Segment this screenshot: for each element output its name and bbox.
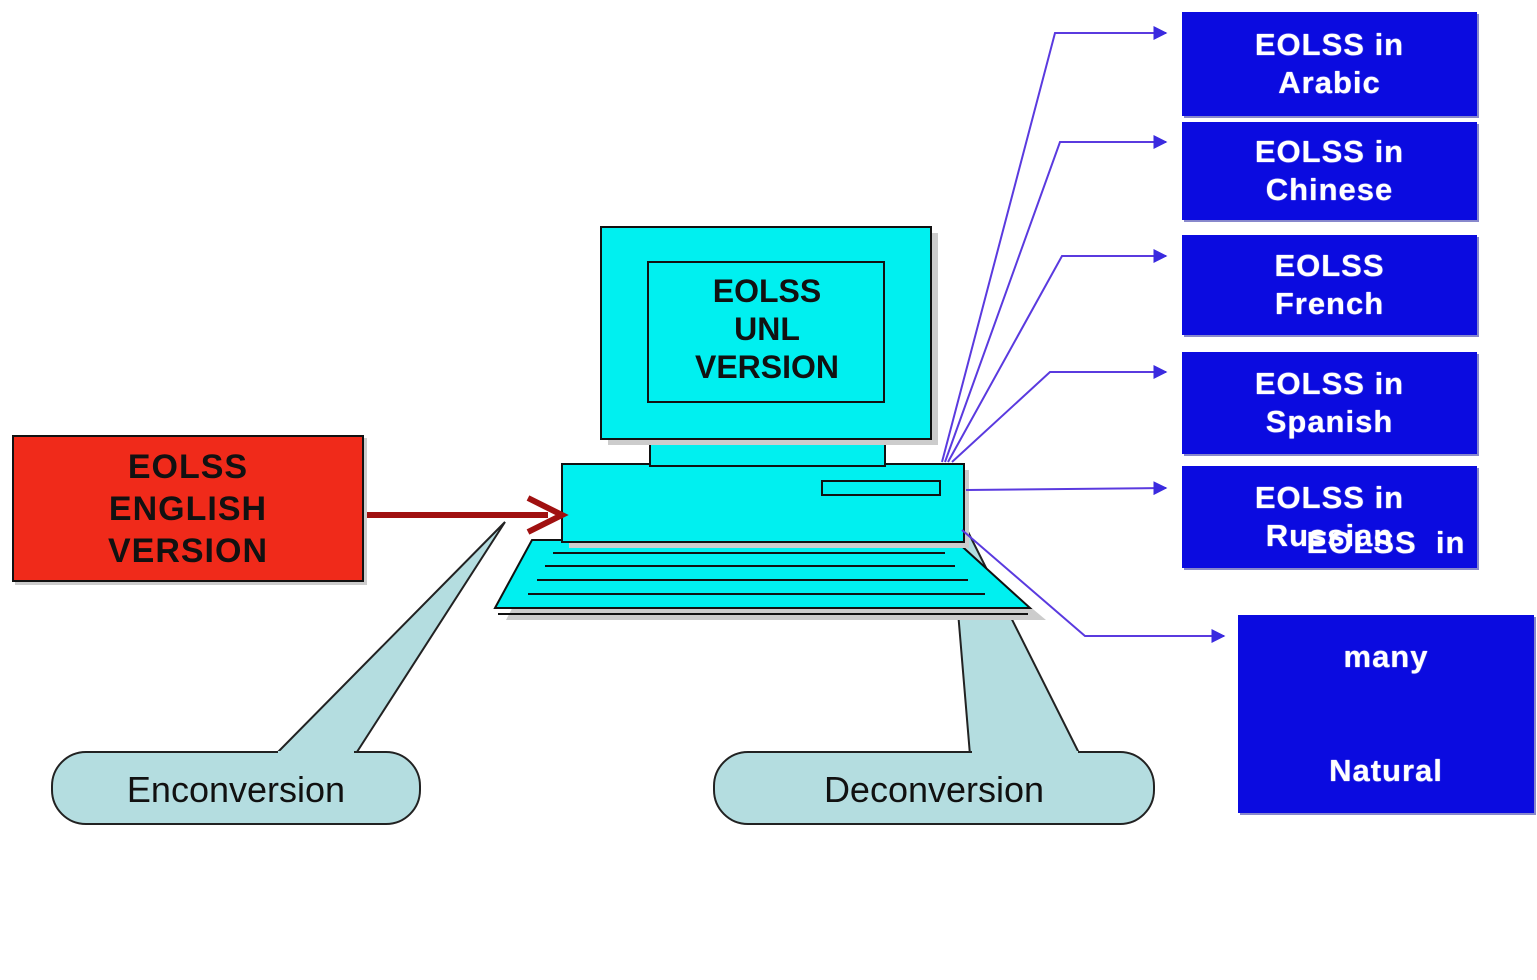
unl-version-line-2: UNL xyxy=(734,311,800,347)
target-box-chinese: EOLSS in Chinese xyxy=(1182,122,1477,220)
enconversion-arrow xyxy=(366,495,569,535)
target-arabic-line-1: EOLSS in xyxy=(1254,27,1405,62)
english-version-box: EOLSS ENGLISH VERSION xyxy=(12,435,364,582)
target-chinese-line-2: Chinese xyxy=(1265,172,1394,207)
deconversion-fan-lines xyxy=(941,26,1226,643)
deconversion-label: Deconversion xyxy=(824,769,1044,810)
enconversion-callout: Enconversion xyxy=(51,521,506,825)
target-box-russian: EOLSS in Russian xyxy=(1182,466,1477,568)
unl-version-line-1: EOLSS xyxy=(713,273,821,309)
english-version-line-2: ENGLISH xyxy=(108,489,268,528)
disk-drive-slot xyxy=(821,480,941,496)
target-many-line-3: Natural xyxy=(1329,753,1443,788)
target-spanish-line-1: EOLSS in xyxy=(1254,366,1405,401)
fan-line-spanish xyxy=(951,365,1168,463)
target-russian-line-1: EOLSS in xyxy=(1254,480,1405,515)
target-box-spanish: EOLSS in Spanish xyxy=(1182,352,1477,454)
fan-line-french xyxy=(947,249,1168,463)
fan-line-many-languages xyxy=(961,529,1226,643)
target-french-line-2: French xyxy=(1274,286,1385,321)
target-box-french: EOLSS French xyxy=(1182,235,1477,335)
target-chinese-line-1: EOLSS in xyxy=(1254,134,1405,169)
target-many-line-1: EOLSS in xyxy=(1306,525,1466,560)
target-box-many-languages: EOLSS in many Natural Languages xyxy=(1238,525,1534,902)
keyboard xyxy=(493,539,1033,609)
diagram-canvas: Enconversion Deconversion xyxy=(12,12,1534,902)
deconversion-callout: Deconversion xyxy=(713,491,1155,825)
target-arabic-line-2: Arabic xyxy=(1278,65,1381,100)
computer-illustration: EOLSS UNL VERSION xyxy=(493,226,1046,620)
fan-line-chinese xyxy=(944,135,1168,463)
monitor-screen xyxy=(647,261,885,403)
target-spanish-line-2: Spanish xyxy=(1265,404,1394,439)
english-version-line-3: VERSION xyxy=(107,531,269,570)
english-version-line-1: EOLSS xyxy=(127,447,249,486)
diagram-graphics: Enconversion Deconversion xyxy=(51,26,1226,825)
target-box-arabic: EOLSS in Arabic xyxy=(1182,12,1477,116)
enconversion-label: Enconversion xyxy=(127,769,345,810)
fan-line-arabic xyxy=(941,26,1168,463)
unl-version-line-3: VERSION xyxy=(695,349,839,385)
target-russian-line-2: Russian xyxy=(1265,518,1394,553)
target-many-line-2: many xyxy=(1343,639,1429,674)
fan-line-russian xyxy=(965,481,1168,496)
target-french-line-1: EOLSS xyxy=(1274,248,1385,283)
target-many-line-4: Languages xyxy=(1299,867,1473,902)
computer-base xyxy=(561,463,965,543)
